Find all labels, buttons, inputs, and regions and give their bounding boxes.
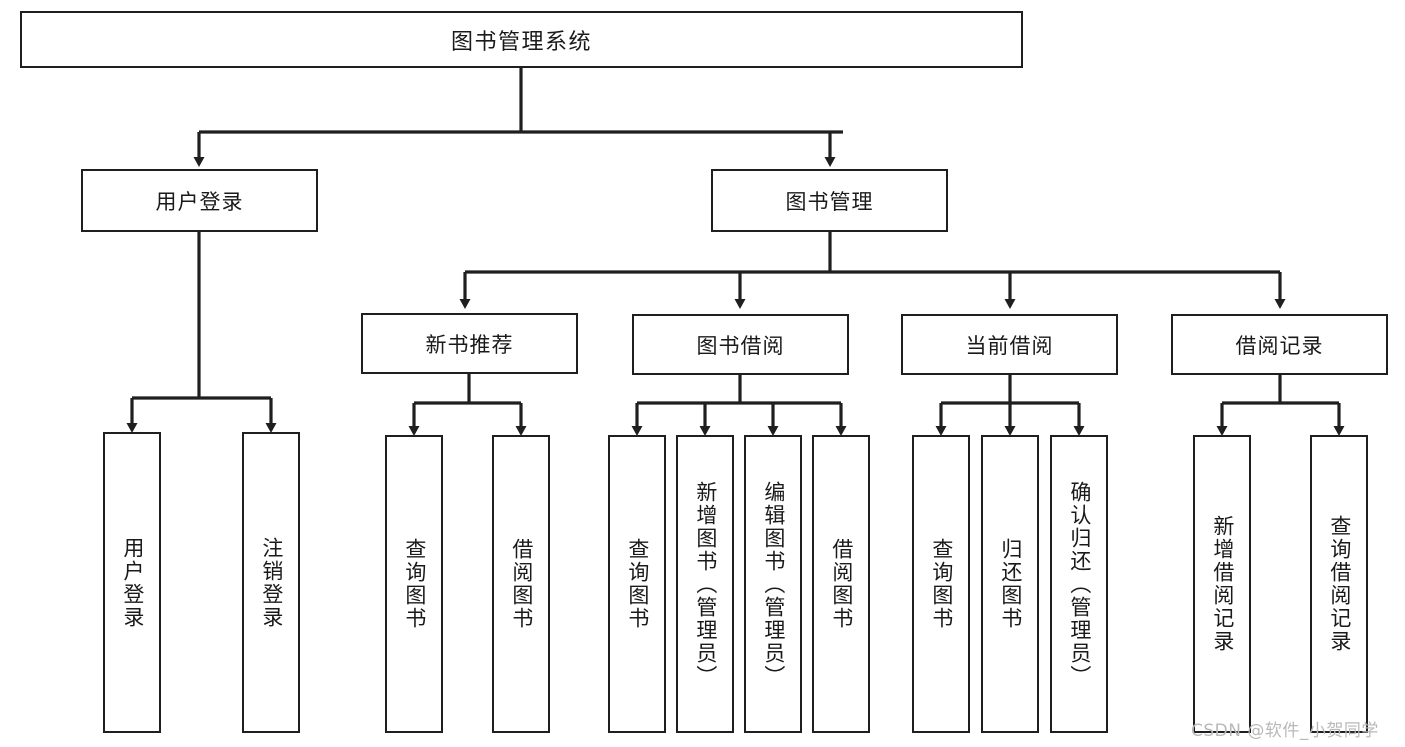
leaf-label: 查询图书 [402,538,427,630]
leaf-label: 查询图书 [929,538,954,630]
leaf-label: 借阅图书 [509,538,534,630]
leaf-book-borrow-add-book-admin[interactable]: 新增图书（管理员） [676,435,734,733]
leaf-current-borrow-confirm-return-admin[interactable]: 确认归还（管理员） [1050,435,1108,733]
node-label: 借阅记录 [1235,333,1324,358]
leaf-borrow-record-add-record[interactable]: 新增借阅记录 [1193,435,1251,733]
leaf-label: 注销登录 [259,536,284,629]
node-new-book-recommend[interactable]: 新书推荐 [361,313,578,374]
leaf-label: 借阅图书 [829,538,854,630]
node-label: 图书管理 [785,189,874,214]
leaf-label: 新增图书（管理员） [693,480,718,688]
node-label: 当前借阅 [965,333,1054,358]
leaf-current-borrow-return-book[interactable]: 归还图书 [981,435,1039,733]
node-label: 新书推荐 [425,332,514,357]
node-borrow-record[interactable]: 借阅记录 [1171,314,1388,375]
node-book-management[interactable]: 图书管理 [711,169,948,232]
node-label: 图书借阅 [696,333,785,358]
leaf-user-login-logout[interactable]: 注销登录 [242,432,300,733]
watermark-text: CSDN @软件_小贺同学 [1191,721,1379,741]
leaf-label: 用户登录 [120,536,145,629]
leaf-new-book-query-book[interactable]: 查询图书 [385,435,443,733]
leaf-label: 确认归还（管理员） [1067,480,1092,688]
leaf-user-login-login[interactable]: 用户登录 [103,432,161,733]
node-label: 用户登录 [155,189,244,214]
leaf-book-borrow-edit-book-admin[interactable]: 编辑图书（管理员） [744,435,802,733]
leaf-label: 编辑图书（管理员） [761,480,786,688]
leaf-book-borrow-query-book[interactable]: 查询图书 [608,435,666,733]
leaf-label: 查询图书 [625,538,650,630]
leaf-new-book-borrow-book[interactable]: 借阅图书 [492,435,550,733]
leaf-label: 新增借阅记录 [1210,515,1235,653]
node-label: 图书管理系统 [450,29,592,55]
leaf-label: 查询借阅记录 [1327,515,1352,653]
node-book-borrow[interactable]: 图书借阅 [632,314,849,375]
leaf-book-borrow-borrow-book[interactable]: 借阅图书 [812,435,870,733]
node-user-login[interactable]: 用户登录 [81,169,318,232]
leaf-current-borrow-query-book[interactable]: 查询图书 [912,435,970,733]
node-current-borrow[interactable]: 当前借阅 [901,314,1118,375]
leaf-borrow-record-query-record[interactable]: 查询借阅记录 [1310,435,1368,733]
leaf-label: 归还图书 [998,538,1023,630]
node-root-book-management-system[interactable]: 图书管理系统 [20,11,1023,68]
